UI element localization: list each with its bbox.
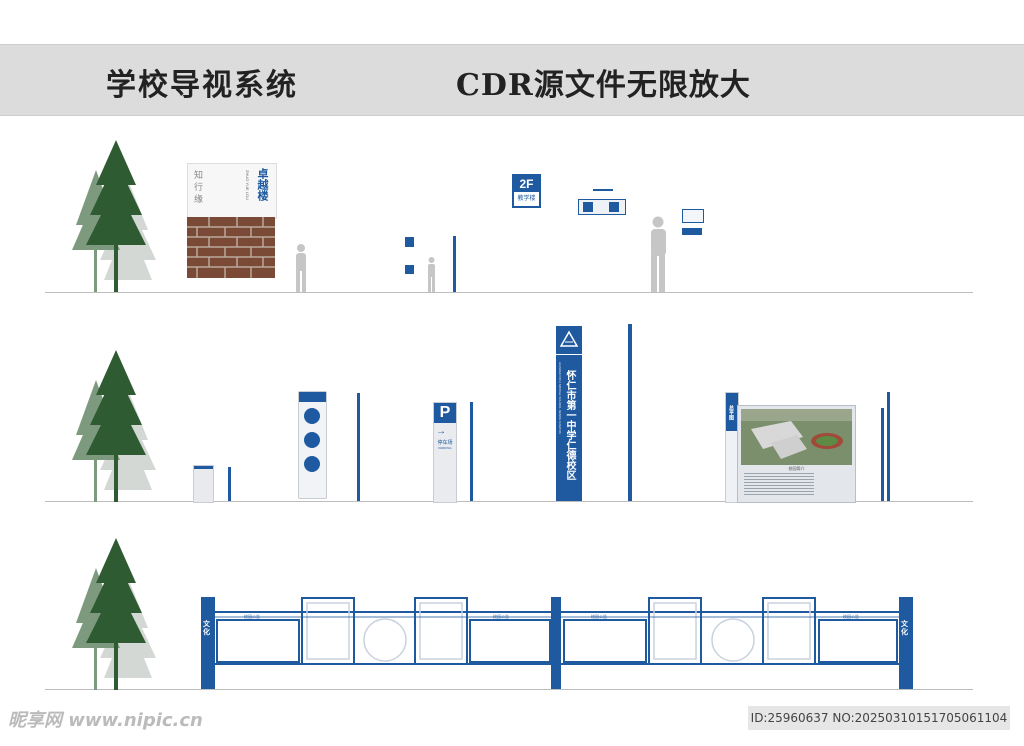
pole-sign-side [453,236,456,292]
directory-totem [298,391,327,499]
brick-wall [187,217,275,278]
parking-sign: P → 停车场 PARKING [433,402,457,503]
title-banner [0,44,1024,116]
campus-totem-side [628,324,632,501]
board-caption: 校园简介 [788,466,805,471]
culture-post-left: 文化 [201,597,215,689]
building-sign-title: 卓越楼 [256,168,269,201]
restroom-sign-bracket [593,189,613,191]
person-silhouette-icon [296,244,306,292]
tree-icon [72,350,156,502]
floor-sign-number: 2F [514,176,539,192]
campus-totem-divider [556,354,582,355]
image-id-badge: ID:25960637 NO:20250310151705061104 [748,706,1010,730]
ground-line-row3 [45,689,973,690]
restroom-sign [578,199,626,215]
panel-label-4: 校园公告 [843,614,859,619]
info-podium-header [194,466,213,469]
campus-en: HUAIREN NO.1 MIDDLE SCHOOL RENDE CAMPUS [558,362,562,434]
tree-icon [72,140,156,292]
culture-post-right: 文化 [899,597,913,689]
campus-totem: 怀仁市第一中学仁德校区 HUAIREN NO.1 MIDDLE SCHOOL R… [556,326,582,501]
page-title: 学校导视系统 [106,68,298,103]
parking-letter: P [434,403,456,423]
info-podium [193,465,214,503]
parking-en: PARKING [438,446,452,450]
building-sign: 知行缘 卓越楼 ZHUO YUE LOU [187,163,277,219]
person-silhouette-icon [428,257,435,292]
culture-post-middle [551,597,561,689]
male-icon [583,202,593,212]
culture-post-label-right: 文化 [901,621,908,636]
board-text-lines [744,473,814,495]
ground-line-row1 [45,292,973,293]
ground-line-row2 [45,501,973,502]
school-logo-icon [559,330,579,347]
directory-circle-3 [304,456,320,472]
female-icon [609,202,619,212]
culture-wall-frame [215,597,899,665]
floor-sign: 2F 教学楼 [512,174,541,208]
door-plate [682,209,704,223]
culture-post-label: 文化 [203,621,210,636]
floor-sign-sub: 教学楼 [517,196,536,202]
directory-totem-header [299,392,326,402]
map-board-side [881,408,884,501]
campus-name: 怀仁市第一中学仁德校区 [564,370,575,480]
door-plate-small [682,228,702,235]
directory-circle-2 [304,432,320,448]
person-silhouette-icon [651,216,666,292]
campus-aerial-image [741,409,852,465]
watermark: 昵享网 www.nipic.cn [8,710,203,731]
panel-label-1: 校园公告 [244,614,260,619]
directory-circle-1 [304,408,320,424]
info-podium-side [228,467,231,501]
arrow-right-icon: → [436,426,446,437]
map-board-post-header: 总平图 [726,393,738,431]
small-standing-sign-panel [405,247,414,265]
panel-label-3: 校园公告 [591,614,607,619]
calligraphy-decoration: 知行缘 [194,171,204,205]
tree-icon [72,538,156,690]
board-title: 总平图 [728,405,734,420]
map-board: 校园简介 [737,405,856,503]
map-board-side-2 [887,392,890,501]
building-sign-en: ZHUO YUE LOU [245,170,250,200]
page-subtitle: CDR源文件无限放大 [456,68,751,103]
parking-label: 停车场 [437,440,453,446]
panel-label-2: 校园公告 [493,614,509,619]
parking-sign-side [470,402,473,501]
directory-totem-side [357,393,360,501]
